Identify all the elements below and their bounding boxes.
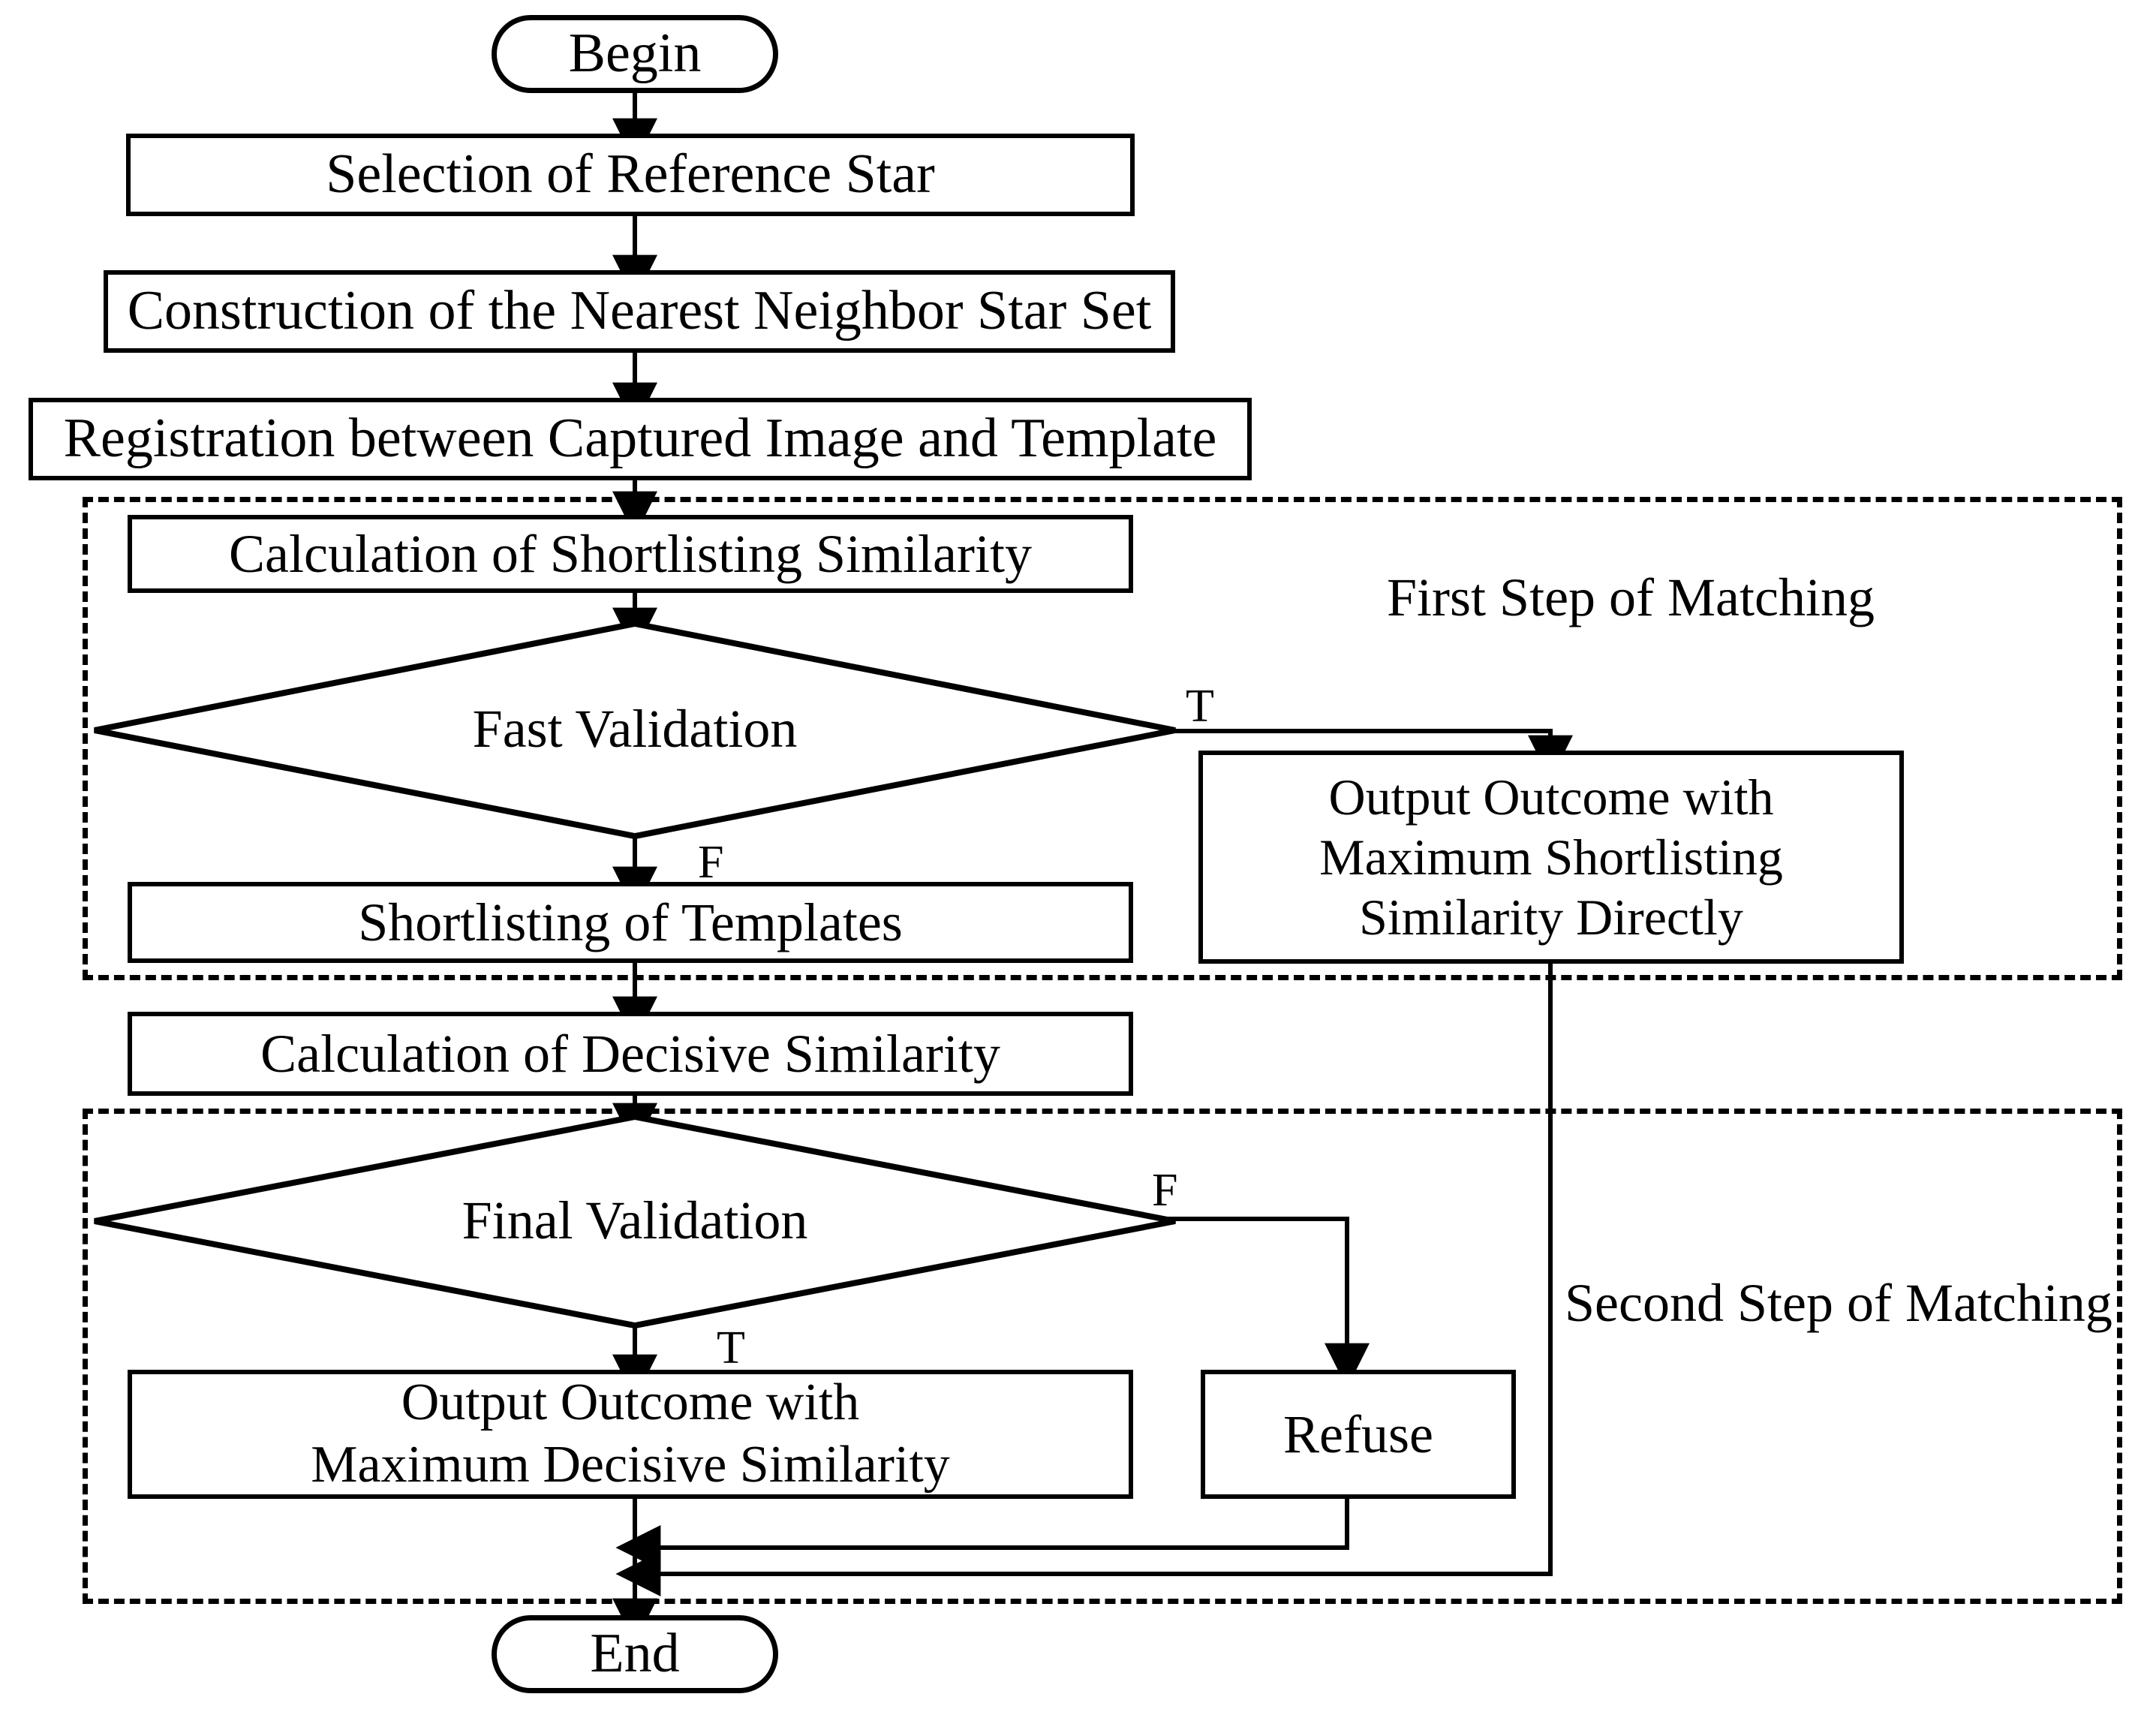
node-output-outcome-max-shortlisting-similarity[interactable]: Output Outcome with Maximum Shortlisting… (1198, 751, 1904, 964)
node-output-outcome-max-shortlisting-line2: Maximum Shortlisting (1319, 828, 1783, 886)
node-construction-of-nearest-neighbor-star-set[interactable]: Construction of the Nearest Neighbor Sta… (104, 270, 1175, 353)
node-output-outcome-max-decisive-similarity[interactable]: Output Outcome with Maximum Decisive Sim… (128, 1370, 1133, 1499)
node-registration-label: Registration between Captured Image and … (63, 408, 1217, 470)
node-calculation-of-shortlisting-similarity-label: Calculation of Shortlisting Similarity (229, 523, 1032, 584)
node-output-outcome-max-decisive-line1: Output Outcome with (401, 1374, 860, 1432)
node-shortlisting-of-templates[interactable]: Shortlisting of Templates (128, 882, 1133, 963)
node-end-label: End (590, 1623, 680, 1685)
node-refuse[interactable]: Refuse (1201, 1370, 1516, 1499)
node-fast-validation-label: Fast Validation (472, 699, 798, 759)
node-shortlisting-of-templates-label: Shortlisting of Templates (358, 892, 903, 952)
edge-label-final-validation-false: F (1152, 1165, 1178, 1216)
node-output-outcome-max-shortlisting-line3: Similarity Directly (1359, 889, 1743, 946)
node-calculation-of-shortlisting-similarity[interactable]: Calculation of Shortlisting Similarity (128, 515, 1133, 593)
node-construction-of-nearest-neighbor-star-set-label: Construction of the Nearest Neighbor Sta… (127, 280, 1152, 342)
node-selection-of-reference-star[interactable]: Selection of Reference Star (126, 134, 1135, 216)
group-label-second-step-of-matching: Second Step of Matching (1565, 1273, 2112, 1333)
node-final-validation[interactable] (90, 1112, 1180, 1330)
node-calculation-of-decisive-similarity-label: Calculation of Decisive Similarity (260, 1023, 1000, 1084)
node-registration-between-captured-image-and-template[interactable]: Registration between Captured Image and … (29, 398, 1252, 480)
node-fast-validation[interactable] (90, 619, 1180, 841)
node-end[interactable]: End (492, 1615, 778, 1693)
node-refuse-label: Refuse (1283, 1404, 1433, 1464)
node-output-outcome-max-shortlisting-line1: Output Outcome with (1328, 768, 1774, 826)
node-begin-label: Begin (568, 23, 702, 85)
node-begin[interactable]: Begin (492, 15, 778, 93)
node-calculation-of-decisive-similarity[interactable]: Calculation of Decisive Similarity (128, 1012, 1133, 1096)
group-label-first-step-of-matching: First Step of Matching (1387, 567, 1875, 627)
edge-label-final-validation-true: T (717, 1322, 745, 1374)
edge-label-fast-validation-true: T (1186, 681, 1214, 732)
node-output-outcome-max-decisive-line2: Maximum Decisive Similarity (311, 1436, 950, 1494)
node-final-validation-label: Final Validation (462, 1190, 808, 1250)
node-selection-of-reference-star-label: Selection of Reference Star (326, 143, 935, 206)
edge-label-fast-validation-false: F (698, 837, 724, 888)
